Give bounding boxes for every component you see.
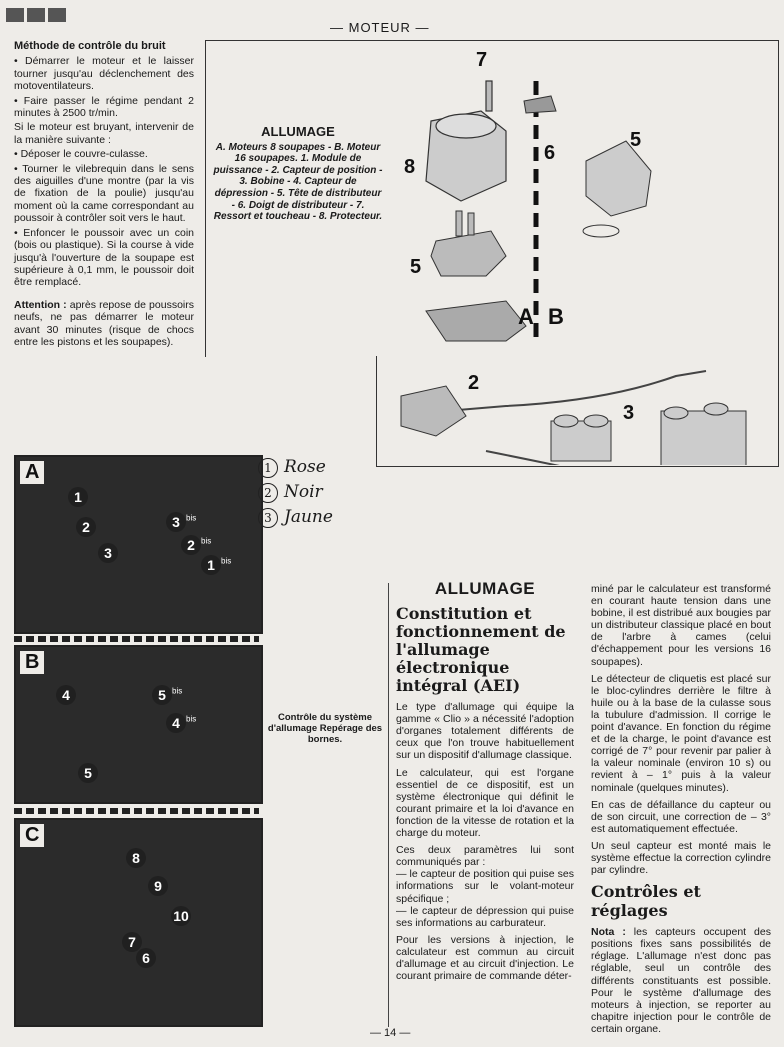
attention-note: Attention : après repose de poussoirs ne… (14, 299, 194, 349)
photo-c: C 8 9 10 7 6 (14, 818, 263, 1027)
article-p1: Le type d'allumage qui équipe la gamme «… (396, 701, 574, 762)
photo-separator (14, 636, 259, 642)
label-3: 3 (623, 402, 634, 424)
column-divider (388, 583, 389, 1027)
diagram-frame-lower (376, 356, 779, 467)
callout-10: 10 (171, 906, 191, 926)
step-1: • Déposer le couvre-culasse. (14, 148, 148, 161)
article-title: ALLUMAGE (434, 579, 536, 598)
page-number: — 14 — (370, 1027, 411, 1039)
step-3: • Enfoncer le poussoir avec un coin (boi… (14, 226, 194, 289)
ignition-diagram: 7 6 8 5 5 A B 2 3 1 (400, 49, 747, 465)
noise-check-title: Méthode de contrôle du bruit (14, 40, 166, 52)
diagram-title: ALLUMAGE (261, 124, 335, 139)
callout-4: 4 (56, 685, 76, 705)
position-sensor-2 (400, 385, 467, 437)
noise-check-section: Méthode de contrôle du bruit • Démarrer … (14, 40, 194, 350)
article-p4: Pour les versions à injection, le calcul… (396, 933, 574, 983)
note-label: Nota : (591, 926, 626, 939)
article-column-1: ALLUMAGE Constitution et fonctionnement … (396, 579, 574, 987)
article-column-2: miné par le calculateur est transformé e… (591, 583, 771, 1040)
article-heading-2: Contrôles et réglages (591, 882, 701, 921)
protector-8v (425, 300, 527, 342)
diagram-frame (205, 40, 779, 357)
diagram-legend: ALLUMAGE A. Moteurs 8 soupapes - B. Mote… (212, 124, 384, 223)
diagram-legend-text: A. Moteurs 8 soupapes - B. Moteur 16 sou… (213, 141, 383, 223)
article-note: Nota : les capteurs occupent des positio… (591, 926, 771, 1035)
intro: Si le moteur est bruyant, intervenir de … (14, 121, 194, 146)
distributor-rotor-8v (430, 210, 507, 277)
article-c3p4: Un seul capteur est monté mais le systèm… (591, 839, 771, 877)
label-5-right: 5 (630, 129, 641, 151)
attention-text: après repose de poussoirs neufs, ne pas … (14, 298, 194, 348)
step-2: • Tourner le vilebrequin dans le sens de… (14, 162, 194, 225)
photo-caption: Contrôle du système d'allumage Repérage … (267, 712, 383, 745)
article-c3p2: Le détecteur de cliquetis est placé sur … (591, 672, 771, 794)
label-a: A (518, 304, 534, 329)
photo-letter-b: B (20, 651, 45, 674)
label-5-left: 5 (410, 256, 421, 278)
coil-3 (550, 414, 612, 462)
label-6: 6 (544, 142, 555, 164)
article-p3b: — le capteur de dépression qui puise ses… (396, 904, 574, 929)
distributor-16v (523, 95, 652, 238)
coil-module-1 (660, 402, 747, 465)
wiring-harness (445, 370, 707, 465)
article-p2: Le calculateur, qui est l'organe essenti… (396, 766, 574, 840)
photo-letter-a: A (20, 461, 45, 484)
callout-2: 2 (76, 517, 96, 537)
label-b: B (548, 304, 564, 329)
callout-5: 5 (78, 763, 98, 783)
distributor-cap-8v (425, 80, 507, 202)
photo-separator (14, 808, 259, 814)
callout-6: 6 (136, 948, 156, 968)
article-p3a: — le capteur de position qui puise ses i… (396, 868, 574, 905)
article-c3p3: En cas de défaillance du capteur ou de s… (591, 798, 771, 835)
article-p3: Ces deux paramètres lui sont communiqués… (396, 844, 574, 869)
section-header: — MOTEUR — (330, 20, 430, 35)
bullet-1: • Démarrer le moteur et le laisser tourn… (14, 55, 194, 93)
bullet-2: • Faire passer le régime pendant 2 minut… (14, 94, 194, 120)
article-heading: Constitution et fonctionnement de l'allu… (396, 604, 566, 696)
article-c3p1: miné par le calculateur est transformé e… (591, 583, 771, 668)
header-tag (6, 8, 188, 28)
note-text: les capteurs occupent des positions fixe… (591, 926, 771, 1035)
callout-7: 7 (122, 932, 142, 952)
callout-8: 8 (126, 848, 146, 868)
callout-9: 9 (148, 876, 168, 896)
photo-letter-c: C (20, 824, 45, 847)
label-8: 8 (404, 156, 415, 178)
label-7: 7 (476, 49, 487, 71)
callout-3: 3 (98, 543, 118, 563)
label-2: 2 (468, 372, 479, 394)
callout-1: 1 (68, 487, 88, 507)
attention-label: Attention : (14, 298, 67, 311)
